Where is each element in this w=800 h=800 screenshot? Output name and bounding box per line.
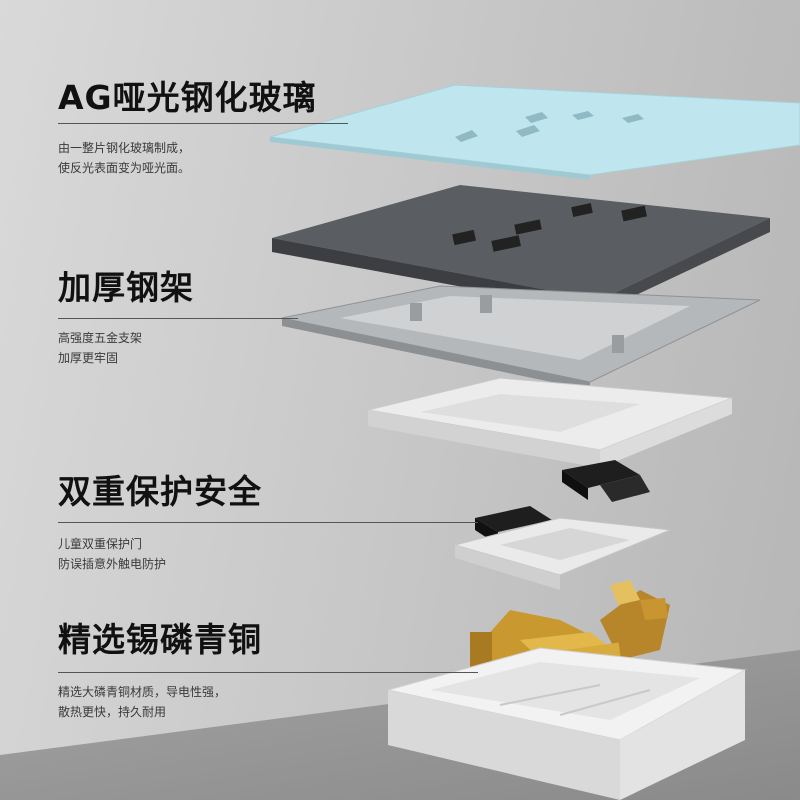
white-cover-layer — [367, 377, 733, 468]
feature-title: 精选锡磷青铜 — [58, 620, 262, 659]
glass-hole — [572, 111, 594, 120]
feature-shutter: 双重保护安全 儿童双重保护门 防误插意外触电防护 — [58, 472, 262, 574]
leader-line-frame — [58, 318, 298, 319]
feature-desc-line: 儿童双重保护门 — [58, 537, 143, 551]
glass-hole — [622, 114, 644, 123]
feature-desc-line: 精选大磷青铜材质，导电性强， — [58, 685, 227, 699]
feature-desc-line: 散热更快，持久耐用 — [58, 705, 167, 719]
leader-line-brass — [58, 672, 478, 673]
shutter-layer — [475, 460, 650, 545]
feature-desc-line: 使反光表面变为哑光面。 — [58, 161, 191, 175]
feature-title: AG哑光钢化玻璃 — [58, 78, 317, 117]
steel-frame-layer — [281, 285, 761, 390]
dark-panel-slot — [621, 205, 647, 222]
glass-hole — [516, 125, 540, 137]
feature-desc-line: 防误插意外触电防护 — [58, 557, 167, 571]
feature-desc-line: 高强度五金支架 — [58, 331, 143, 345]
feature-desc-line: 由一整片钢化玻璃制成， — [58, 141, 191, 155]
leader-line-glass — [58, 123, 348, 124]
feature-frame: 加厚钢架 高强度五金支架 加厚更牢固 — [58, 268, 194, 368]
glass-hole — [525, 112, 548, 123]
feature-brass: 精选锡磷青铜 精选大磷青铜材质，导电性强， 散热更快，持久耐用 — [58, 620, 262, 722]
feature-title: 双重保护安全 — [58, 472, 262, 511]
dark-panel-slot — [491, 235, 521, 252]
dark-panel-slot — [452, 229, 477, 246]
shutter-block — [475, 506, 552, 532]
base-plate-layer — [453, 517, 671, 590]
feature-desc-line: 加厚更牢固 — [58, 351, 119, 365]
feature-title: 加厚钢架 — [58, 268, 194, 307]
glass-hole — [455, 130, 478, 142]
feature-glass: AG哑光钢化玻璃 由一整片钢化玻璃制成， 使反光表面变为哑光面。 — [58, 78, 317, 178]
base-box-layer — [387, 647, 747, 800]
glass-panel-layer — [269, 84, 800, 180]
dark-panel-slot — [571, 203, 593, 217]
dark-panel-slot — [514, 219, 542, 235]
leader-line-shutter — [58, 522, 478, 523]
dark-panel — [272, 185, 770, 300]
shutter-block — [562, 460, 640, 488]
